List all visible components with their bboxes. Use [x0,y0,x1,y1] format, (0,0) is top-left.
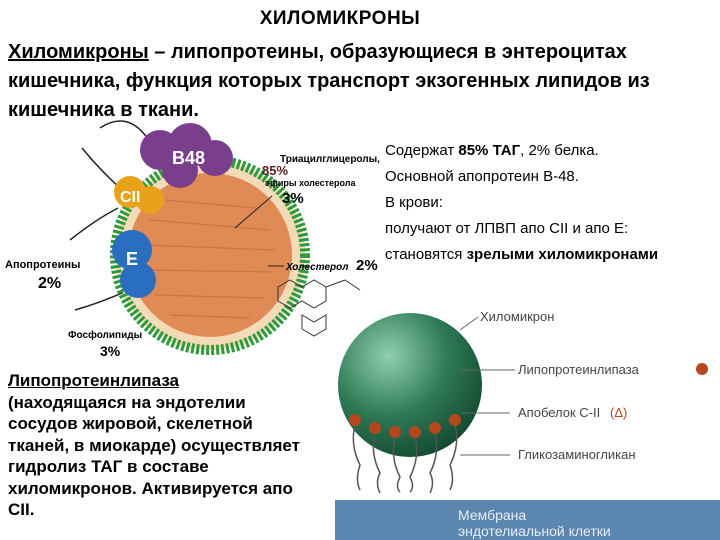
lpl-text: (находящаяся на эндотелии сосудов жирово… [8,393,300,520]
lipase-diagram: Мембрана эндотелиальной клетки Хиломикро… [310,295,720,540]
tag-label: Триацилглицеролы, [280,154,380,165]
b48-label: B48 [172,148,205,168]
apo-label: Апопротеины [5,259,80,271]
membrane-label-2: эндотелиальной клетки [458,523,611,539]
chylomicron-label: Хиломикрон [480,309,554,324]
fact-receive: получают от ЛПВП апо СII и апо Е: [385,216,658,242]
page-title: ХИЛОМИКРОНЫ [0,8,680,30]
pct-85-label: 85% [262,163,288,178]
phos-pct: 3% [100,343,121,359]
fact-apoprotein: Основной апопротеин В-48. [385,164,658,190]
intro-term: Хиломикроны [8,41,149,63]
lipase-legend-dot [696,363,708,375]
fact-content: Содержат 85% ТАГ, 2% белка. [385,138,658,164]
triangle-icon: (Δ) [610,405,627,420]
membrane-label-1: Мембрана [458,507,526,523]
lpl-paragraph: Липопротеинлипаза (находящаяся на эндотел… [8,370,308,521]
e-label: E [126,249,138,269]
facts-block: Содержат 85% ТАГ, 2% белка. Основной апо… [385,138,658,268]
chylomicron-leader [460,317,478,330]
cii-label: CII [120,189,140,206]
arrow-to-cii [82,148,120,188]
fact-content-prefix: Содержат [385,142,458,159]
chol-label: Холестерол [285,262,349,273]
fact-mature-prefix: становятся [385,246,467,263]
fact-mature-bold: зрелыми хиломикронами [467,246,659,263]
arrow-to-e [70,208,118,240]
lipase-label: Липопротеинлипаза [518,362,640,377]
fact-in-blood: В крови: [385,190,658,216]
apo-pct: 2% [38,275,61,292]
lpl-term: Липопротеинлипаза [8,371,179,390]
phos-label: Фосфолипиды [68,329,142,341]
fact-content-bold: 85% ТАГ [458,142,520,159]
chylomicron-sphere [338,313,482,457]
apoc2-label: Апобелок С-II [518,405,600,420]
glyco-label: Гликозаминогликан [518,447,636,462]
fact-mature: становятся зрелыми хиломикронами [385,242,658,268]
esters-label: эфиры холестерола [265,178,357,188]
chol-pct: 2% [356,257,378,274]
esters-pct: 3% [282,190,304,207]
fact-content-suffix: , 2% белка. [520,142,599,159]
